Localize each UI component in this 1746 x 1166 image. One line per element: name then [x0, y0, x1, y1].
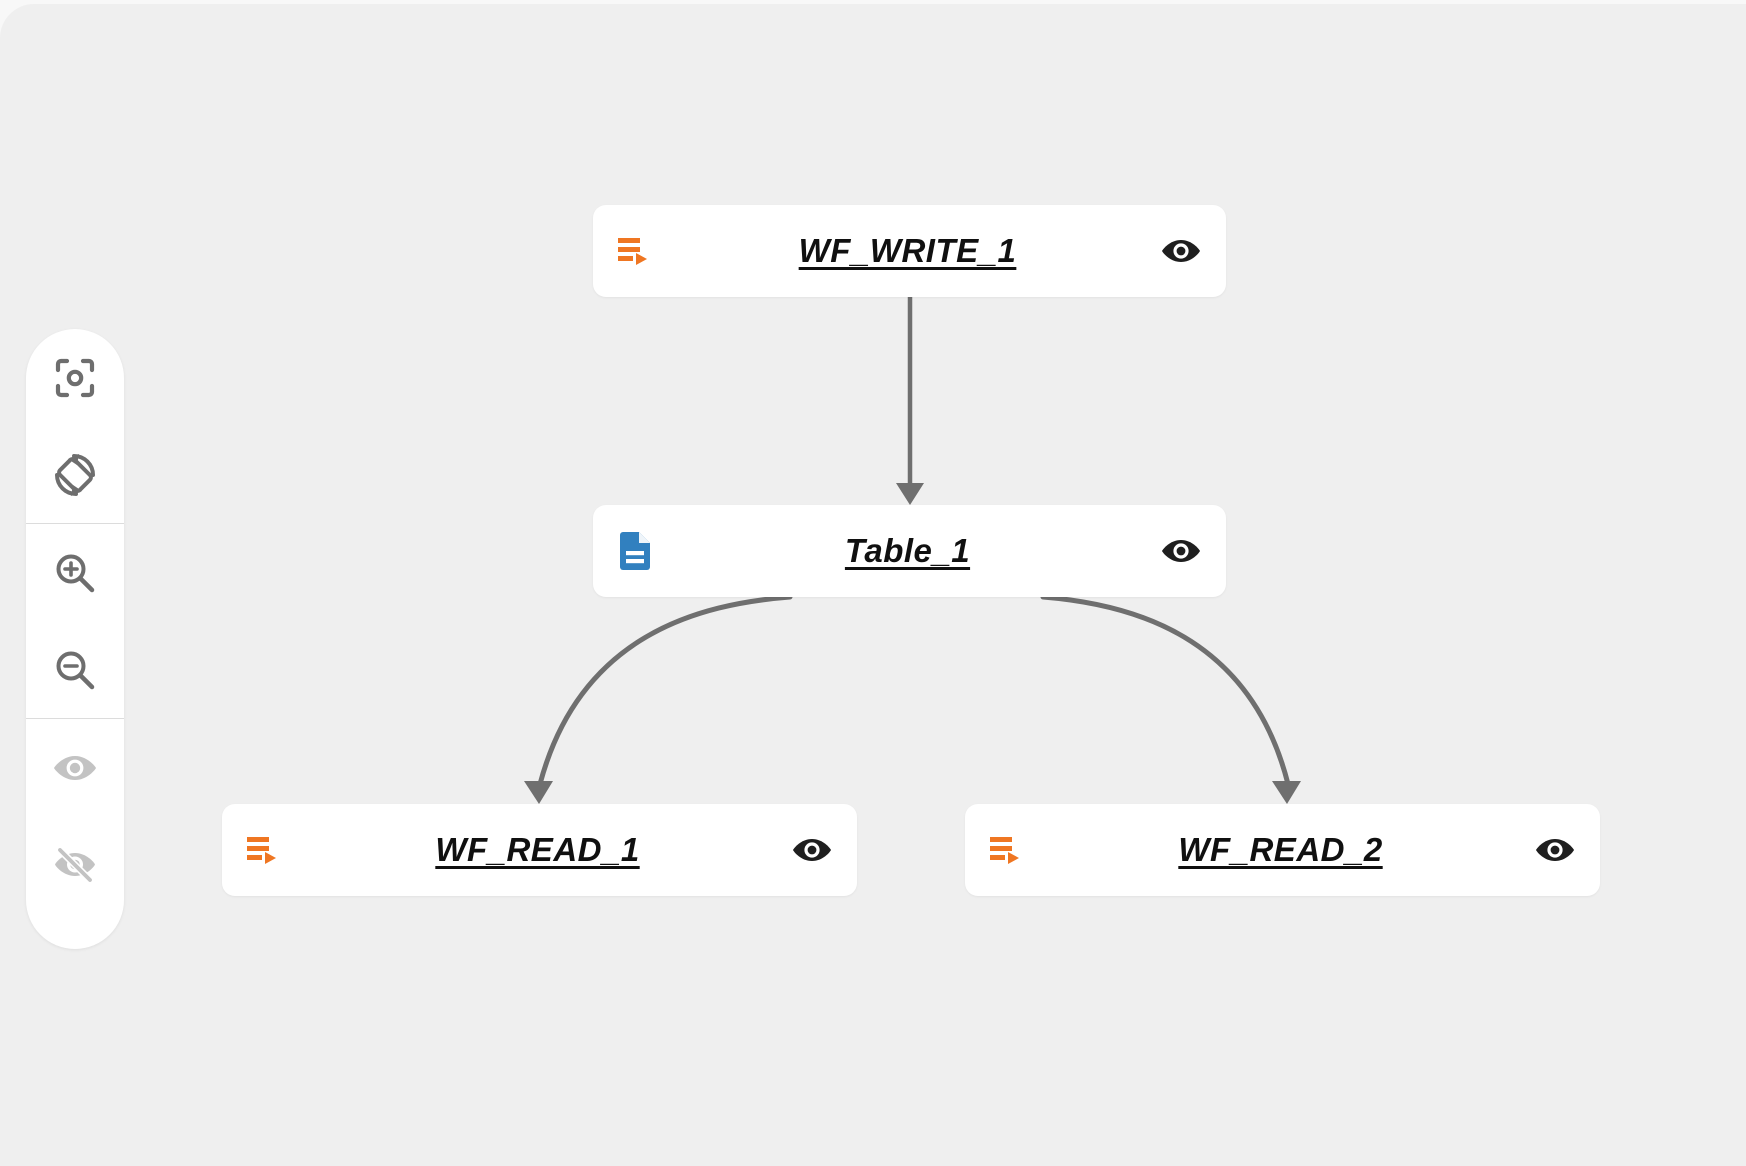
zoom-out-button[interactable]	[26, 621, 124, 718]
graph-toolbar	[26, 329, 124, 949]
node-wf-read-2[interactable]: WF_READ_2	[965, 804, 1600, 896]
eye-icon[interactable]	[1534, 829, 1576, 871]
screen-rotation-button[interactable]	[26, 426, 124, 523]
toolbar-divider	[26, 718, 124, 719]
node-label-container: Table_1	[655, 532, 1160, 570]
eye-off-icon	[52, 846, 98, 883]
node-label[interactable]: WF_READ_2	[1178, 831, 1383, 868]
toolbar-divider	[26, 523, 124, 524]
zoom-in-button[interactable]	[26, 524, 124, 621]
toolbar-group-zoom	[26, 524, 124, 718]
graph-canvas[interactable]: WF_WRITE_1 Table_1	[0, 4, 1746, 1166]
eye-icon	[53, 753, 97, 783]
toolbar-group-visibility	[26, 719, 124, 913]
node-label[interactable]: WF_READ_1	[435, 831, 640, 868]
node-label-container: WF_WRITE_1	[655, 232, 1160, 270]
workflow-icon	[615, 231, 655, 271]
eye-icon[interactable]	[791, 829, 833, 871]
node-label-container: WF_READ_2	[1027, 831, 1534, 869]
node-label-container: WF_READ_1	[284, 831, 791, 869]
node-label[interactable]: Table_1	[844, 532, 971, 569]
node-table-1[interactable]: Table_1	[593, 505, 1226, 597]
edge-wf-write-1-to-table-1	[896, 297, 924, 505]
node-wf-write-1[interactable]: WF_WRITE_1	[593, 205, 1226, 297]
edge-table-1-to-wf-read-2	[1040, 594, 1301, 804]
show-all-button[interactable]	[26, 719, 124, 816]
workflow-icon	[987, 830, 1027, 870]
toolbar-group-view	[26, 329, 124, 523]
edge-table-1-to-wf-read-1	[524, 594, 793, 804]
workflow-icon	[244, 830, 284, 870]
eye-icon[interactable]	[1160, 230, 1202, 272]
node-label[interactable]: WF_WRITE_1	[798, 232, 1017, 269]
node-wf-read-1[interactable]: WF_READ_1	[222, 804, 857, 896]
eye-icon[interactable]	[1160, 530, 1202, 572]
fit-to-screen-button[interactable]	[26, 329, 124, 426]
table-document-icon	[615, 531, 655, 571]
hide-all-button[interactable]	[26, 816, 124, 913]
